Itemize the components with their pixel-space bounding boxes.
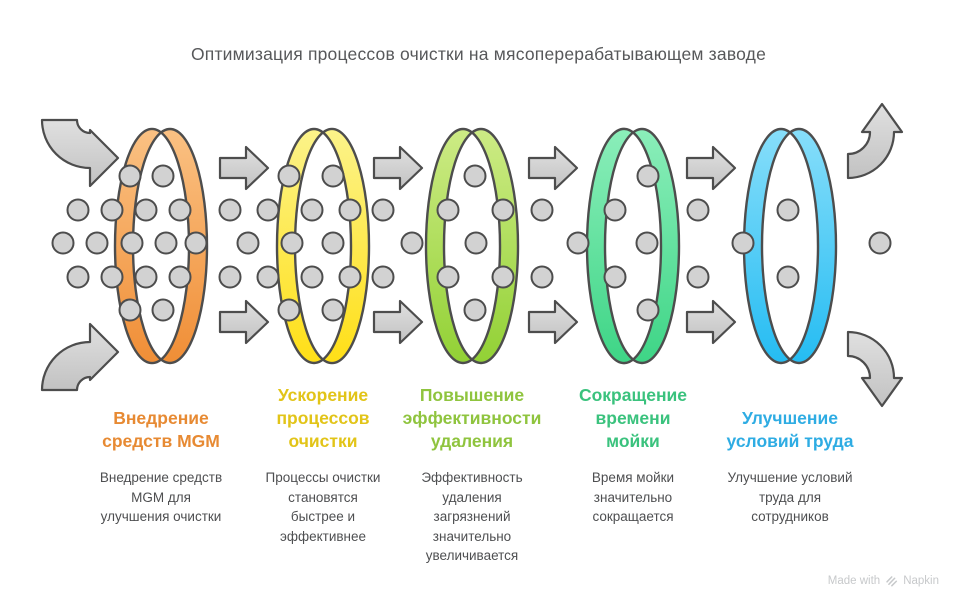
step-5-title: Улучшение условий труда: [726, 408, 854, 451]
step-4: Сокращение времени мойки Время мойки зна…: [546, 383, 720, 527]
particle-dot: [168, 198, 192, 222]
particle-dot: [464, 231, 488, 255]
particle-dot: [184, 231, 208, 255]
particle-dot: [530, 198, 554, 222]
step-4-title: Сокращение времени мойки: [578, 385, 688, 451]
step-4-description: Время мойки значительно сокращается: [591, 470, 675, 524]
particle-dot: [491, 198, 515, 222]
particle-dot: [635, 231, 659, 255]
particle-dot: [51, 231, 75, 255]
flow-arrow-bottom: [527, 299, 579, 345]
filter-ring-2: [275, 127, 371, 365]
inflow-arrow-top: [40, 118, 120, 188]
particle-dot: [300, 198, 324, 222]
flow-arrow-bottom: [372, 299, 424, 345]
particle-dot: [120, 231, 144, 255]
particle-dot: [151, 298, 175, 322]
step-1-description: Внедрение средств MGM для улучшения очис…: [99, 470, 223, 524]
particle-dot: [338, 198, 362, 222]
step-5: Улучшение условий труда Улучшение услови…: [703, 383, 877, 527]
particle-dot: [277, 164, 301, 188]
particle-dot: [321, 298, 345, 322]
particle-dot: [868, 231, 892, 255]
flow-arrow-bottom: [685, 299, 737, 345]
particle-dot: [463, 164, 487, 188]
particle-dot: [776, 198, 800, 222]
particle-dot: [731, 231, 755, 255]
particle-dot: [256, 265, 280, 289]
particle-dot: [85, 231, 109, 255]
step-3: Повышение эффективности удаления Эффекти…: [385, 383, 559, 566]
particle-dot: [530, 265, 554, 289]
particle-dot: [66, 265, 90, 289]
particle-dot: [118, 164, 142, 188]
watermark[interactable]: Made with Napkin: [828, 574, 939, 587]
particle-dot: [436, 265, 460, 289]
particle-dot: [686, 265, 710, 289]
step-2: Ускорение процессов очистки Процессы очи…: [236, 383, 410, 546]
particle-dot: [154, 231, 178, 255]
particle-dot: [776, 265, 800, 289]
particle-dot: [100, 265, 124, 289]
particle-dot: [436, 198, 460, 222]
particle-dot: [371, 265, 395, 289]
flow-arrow-top: [372, 145, 424, 191]
step-2-title: Ускорение процессов очистки: [276, 385, 370, 451]
particle-dot: [321, 231, 345, 255]
step-3-title: Повышение эффективности удаления: [402, 385, 542, 451]
particle-dot: [321, 164, 345, 188]
flow-arrow-bottom: [218, 299, 270, 345]
filter-ring-5: [742, 127, 838, 365]
step-1: Внедрение средств MGM Внедрение средств …: [74, 383, 248, 527]
particle-dot: [236, 231, 260, 255]
particle-dot: [277, 298, 301, 322]
particle-dot: [491, 265, 515, 289]
particle-dot: [280, 231, 304, 255]
particle-dot: [151, 164, 175, 188]
flow-arrow-top: [218, 145, 270, 191]
page-title: Оптимизация процессов очистки на мясопер…: [190, 44, 767, 64]
napkin-logo-icon: [886, 576, 898, 587]
particle-dot: [218, 265, 242, 289]
particle-dot: [168, 265, 192, 289]
particle-dot: [603, 265, 627, 289]
particle-dot: [603, 198, 627, 222]
particle-dot: [371, 198, 395, 222]
particle-dot: [66, 198, 90, 222]
particle-dot: [256, 198, 280, 222]
flow-arrow-top: [527, 145, 579, 191]
particle-dot: [636, 164, 660, 188]
step-1-title: Внедрение средств MGM: [102, 408, 220, 451]
filter-ring-4: [585, 127, 681, 365]
step-5-description: Улучшение условий труда для сотрудников: [727, 470, 853, 524]
watermark-brand: Napkin: [903, 574, 939, 587]
particle-dot: [463, 298, 487, 322]
particle-dot: [566, 231, 590, 255]
particle-dot: [134, 265, 158, 289]
particle-dot: [636, 298, 660, 322]
particle-dot: [118, 298, 142, 322]
particle-dot: [100, 198, 124, 222]
filter-ring-3: [424, 127, 520, 365]
particle-dot: [218, 198, 242, 222]
particle-dot: [338, 265, 362, 289]
particle-dot: [134, 198, 158, 222]
particle-dot: [686, 198, 710, 222]
inflow-arrow-bottom: [40, 322, 120, 392]
watermark-text: Made with: [827, 574, 881, 587]
outflow-arrow-bottom: [846, 330, 904, 408]
outflow-arrow-top: [846, 102, 904, 180]
step-2-description: Процессы очистки становятся быстрее и эф…: [265, 470, 381, 544]
flow-arrow-top: [685, 145, 737, 191]
step-3-description: Эффективность удаления загрязнений значи…: [421, 470, 523, 563]
particle-dot: [400, 231, 424, 255]
particle-dot: [300, 265, 324, 289]
